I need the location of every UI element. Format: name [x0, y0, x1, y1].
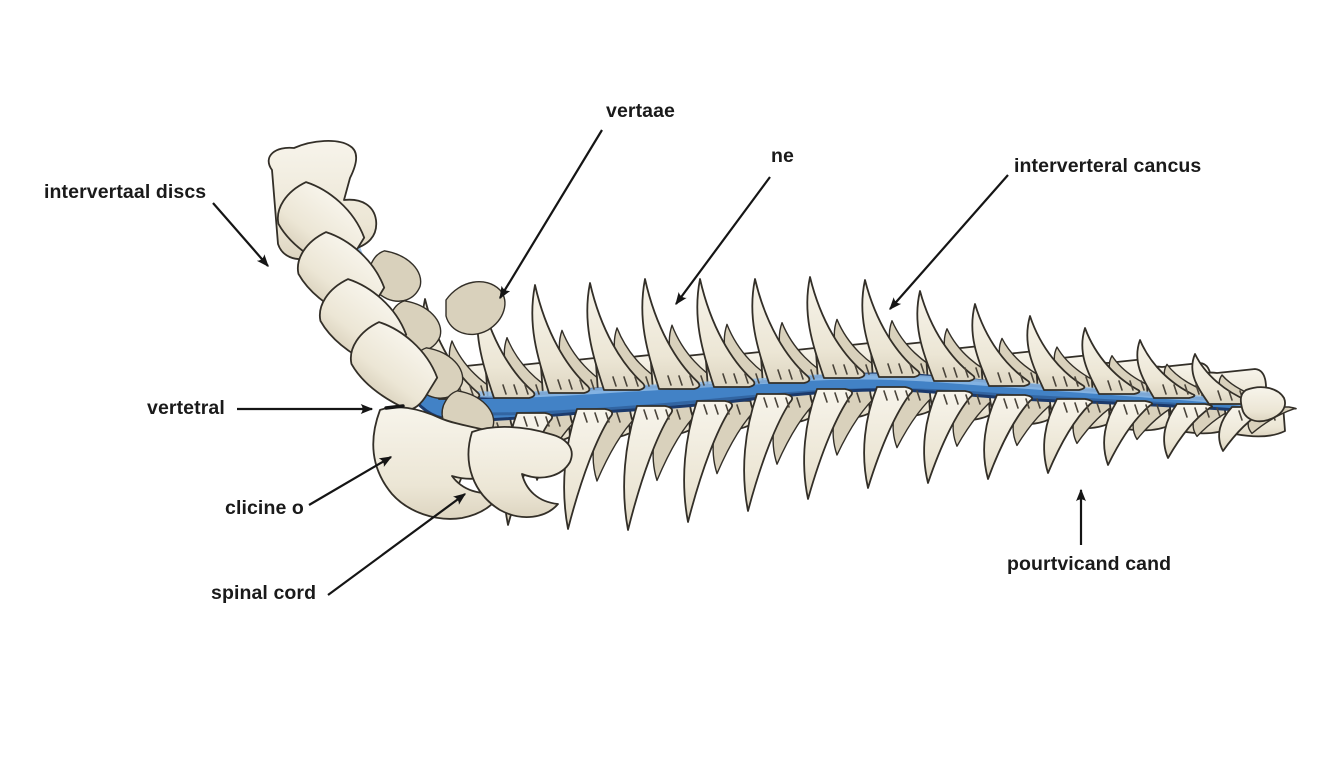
interverteral-cancus-arrow — [889, 174, 1009, 310]
label-vertetral: vertetral — [147, 397, 225, 419]
ne-arrow — [675, 176, 771, 306]
vertetral-dash — [384, 404, 405, 410]
intervertaal-discs-arrow — [212, 202, 269, 267]
clicine-o-arrow — [308, 456, 393, 506]
label-vertaae: vertaae — [606, 100, 676, 122]
label-interverteral-cancus: interverteral cancus — [1014, 155, 1202, 177]
label-intervertaal-discs: intervertaal discs — [44, 181, 207, 203]
label-clicine-o: clicine o — [225, 497, 304, 519]
label-ne: ne — [771, 145, 794, 167]
articular-plate — [445, 281, 506, 335]
leader-arrows — [212, 129, 1086, 596]
bone-ridges — [447, 363, 1276, 433]
cervical-vertebrae — [267, 140, 1286, 520]
label-spinal-cord: spinal cord — [211, 582, 317, 604]
spinal-cord-arrow — [327, 493, 467, 596]
tail-cap-bone — [1239, 386, 1286, 423]
label-pourtvicand-cand: pourtvicand cand — [1007, 553, 1172, 575]
hook-bone-back — [467, 426, 573, 518]
vertaae-arrow — [499, 129, 603, 300]
